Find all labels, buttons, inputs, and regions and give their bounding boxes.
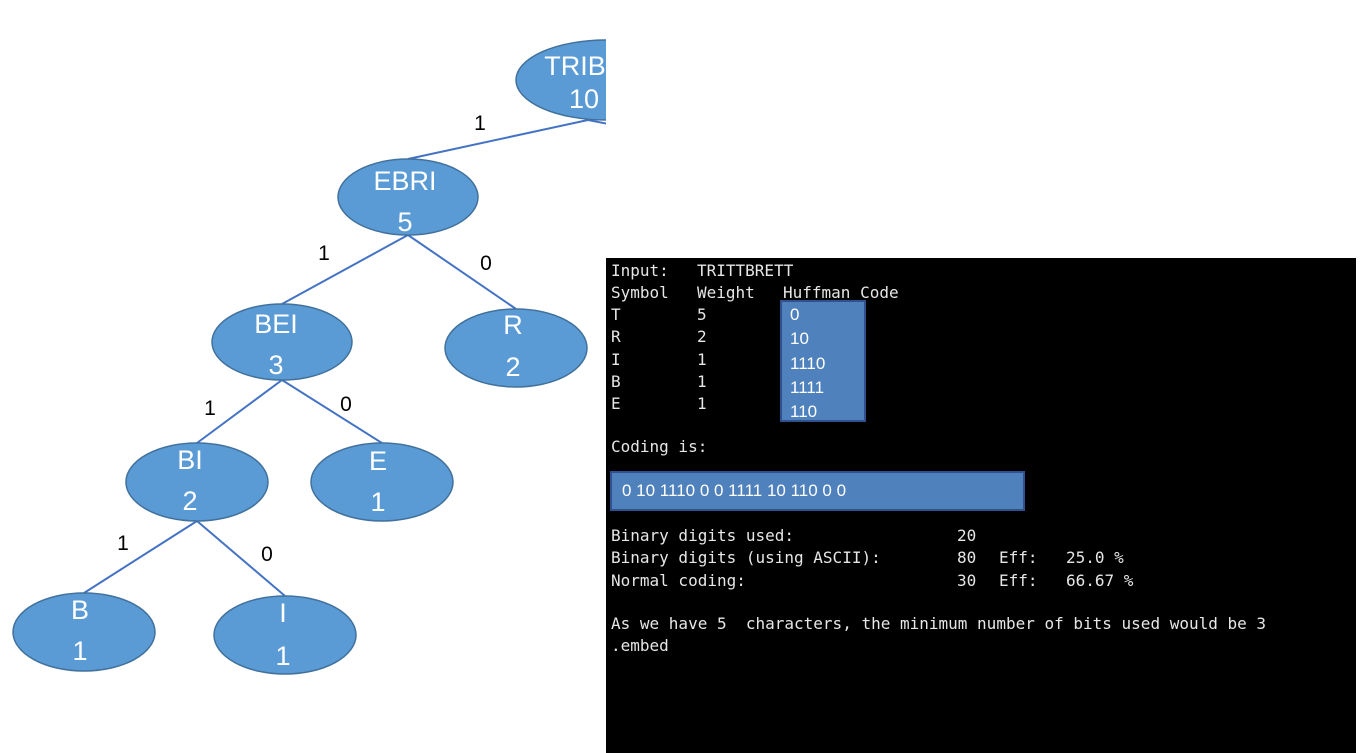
node-weight-bei: 3 bbox=[268, 350, 283, 380]
row-code: 110 bbox=[790, 402, 818, 422]
node-tribe: TRIBE10 bbox=[515, 39, 606, 121]
row-weight: 1 bbox=[697, 349, 707, 369]
stat-eff-label: Eff: bbox=[999, 548, 1038, 568]
input-label: Input: bbox=[611, 261, 669, 280]
node-weight-tribe: 10 bbox=[569, 84, 599, 114]
stat-label: Binary digits used: bbox=[611, 526, 795, 545]
edge-bei-e bbox=[281, 379, 383, 444]
row-symbol: B bbox=[611, 371, 621, 391]
node-ellipse-tribe bbox=[515, 39, 606, 121]
node-ebri: EBRI 5 bbox=[337, 158, 479, 237]
node-symbols-r: R bbox=[503, 310, 523, 340]
node-ellipse-e bbox=[310, 442, 454, 522]
edge-ebri-bei bbox=[281, 234, 409, 305]
edge-bit-bei-e: 0 bbox=[340, 393, 352, 416]
row-symbol: T bbox=[611, 305, 621, 324]
row-symbol: E bbox=[611, 394, 621, 414]
node-ellipse-bi bbox=[125, 442, 269, 522]
input-value: TRITTBRETT bbox=[697, 261, 794, 280]
edge-bit-ebri-r: 0 bbox=[480, 252, 492, 275]
node-i: I1 bbox=[213, 595, 357, 675]
stat-value: 80 bbox=[957, 548, 977, 568]
node-symbols-ebri: EBRI bbox=[373, 166, 436, 196]
node-r: R2 bbox=[444, 308, 588, 388]
message-line-1: As we have 5 characters, the minimum num… bbox=[611, 614, 1267, 633]
edge-bi-b bbox=[83, 520, 198, 594]
row-symbol: R bbox=[611, 327, 621, 347]
stat-label: Binary digits (using ASCII): bbox=[611, 548, 881, 568]
node-b: B1 bbox=[12, 592, 156, 672]
stat-line: Binary digits (using ASCII): 80 Eff: 25.0 % bbox=[611, 547, 1124, 569]
edge-bit-ebri-bei: 1 bbox=[318, 242, 330, 265]
huffman-codes-box: 0 10 1110 1111 110 bbox=[780, 300, 866, 422]
console-output: Input: TRITTBRETT Symbol Weight Huffman Cod… bbox=[606, 258, 1356, 753]
node-symbols-bei: BEI bbox=[254, 309, 298, 339]
row-code: 1111 bbox=[790, 377, 825, 397]
node-weight-e: 1 bbox=[370, 487, 385, 517]
edge-tribe-t bbox=[587, 119, 606, 125]
row-weight: 1 bbox=[697, 371, 707, 391]
edge-bit-bi-i: 0 bbox=[261, 543, 273, 566]
table-header: Symbol Weight Huffman Code bbox=[611, 282, 899, 304]
row-weight: 5 bbox=[697, 305, 707, 324]
node-ellipse-bei bbox=[211, 303, 353, 381]
node-ellipse-r bbox=[444, 308, 588, 388]
edge-bit-bi-b: 1 bbox=[117, 532, 129, 555]
node-symbols-i: I bbox=[279, 598, 287, 628]
node-symbols-tribe: TRIBE bbox=[544, 51, 606, 81]
node-weight-b: 1 bbox=[72, 636, 87, 666]
edge-bit-bei-bi: 1 bbox=[204, 397, 216, 420]
coding-label: Coding is: bbox=[611, 437, 708, 456]
node-e: E1 bbox=[310, 442, 454, 522]
header-weight: Weight bbox=[697, 283, 755, 302]
row-code: 0 bbox=[790, 305, 800, 324]
header-code: Huffman Code bbox=[783, 283, 899, 302]
coding-value: 0 10 1110 0 0 1111 10 110 0 0 bbox=[610, 471, 1025, 511]
row-symbol: I bbox=[611, 349, 621, 369]
row-code: 1110 bbox=[790, 353, 826, 373]
stat-value: 20 bbox=[957, 526, 977, 545]
stat-label: Normal coding: bbox=[611, 570, 746, 590]
input-line: Input: TRITTBRETT bbox=[611, 260, 793, 282]
stat-value: 30 bbox=[957, 570, 977, 590]
message-line-2: .embed bbox=[611, 636, 669, 655]
stat-eff-value: 25.0 % bbox=[1066, 548, 1124, 568]
node-weight-bi: 2 bbox=[182, 486, 197, 516]
node-weight-i: 1 bbox=[275, 641, 290, 671]
edge-ebri-r bbox=[407, 234, 517, 310]
edge-bit-tribe-ebri: 1 bbox=[474, 112, 486, 135]
header-symbol: Symbol bbox=[611, 283, 669, 302]
node-symbols-bi: BI bbox=[177, 445, 203, 475]
row-weight: 1 bbox=[697, 394, 707, 414]
node-ellipse-b bbox=[12, 592, 156, 672]
node-symbols-e: E bbox=[369, 446, 387, 476]
edge-tribe-ebri bbox=[407, 119, 589, 160]
row-weight: 2 bbox=[697, 327, 707, 347]
row-code: 10 bbox=[790, 329, 809, 349]
node-weight-ebri: 5 bbox=[397, 207, 412, 237]
node-bi: BI 2 bbox=[125, 442, 269, 522]
edge-bi-i bbox=[196, 520, 286, 597]
edge-bei-bi bbox=[196, 379, 283, 444]
stat-line: Normal coding: 30 Eff: 66.67 % bbox=[611, 570, 1133, 592]
stat-eff-value: 66.67 % bbox=[1066, 570, 1134, 590]
stat-eff-label: Eff: bbox=[999, 570, 1038, 590]
node-ellipse-ebri bbox=[337, 158, 479, 236]
node-symbols-b: B bbox=[71, 595, 89, 625]
node-bei: BEI 3 bbox=[211, 303, 353, 381]
node-ellipse-i bbox=[213, 595, 357, 675]
node-weight-r: 2 bbox=[505, 352, 520, 382]
huffman-tree: 10101010TRIBE10EBRI5T5BEI3R2BI2E1B1I1 bbox=[12, 39, 606, 675]
stat-line: Binary digits used: 20 bbox=[611, 525, 976, 547]
